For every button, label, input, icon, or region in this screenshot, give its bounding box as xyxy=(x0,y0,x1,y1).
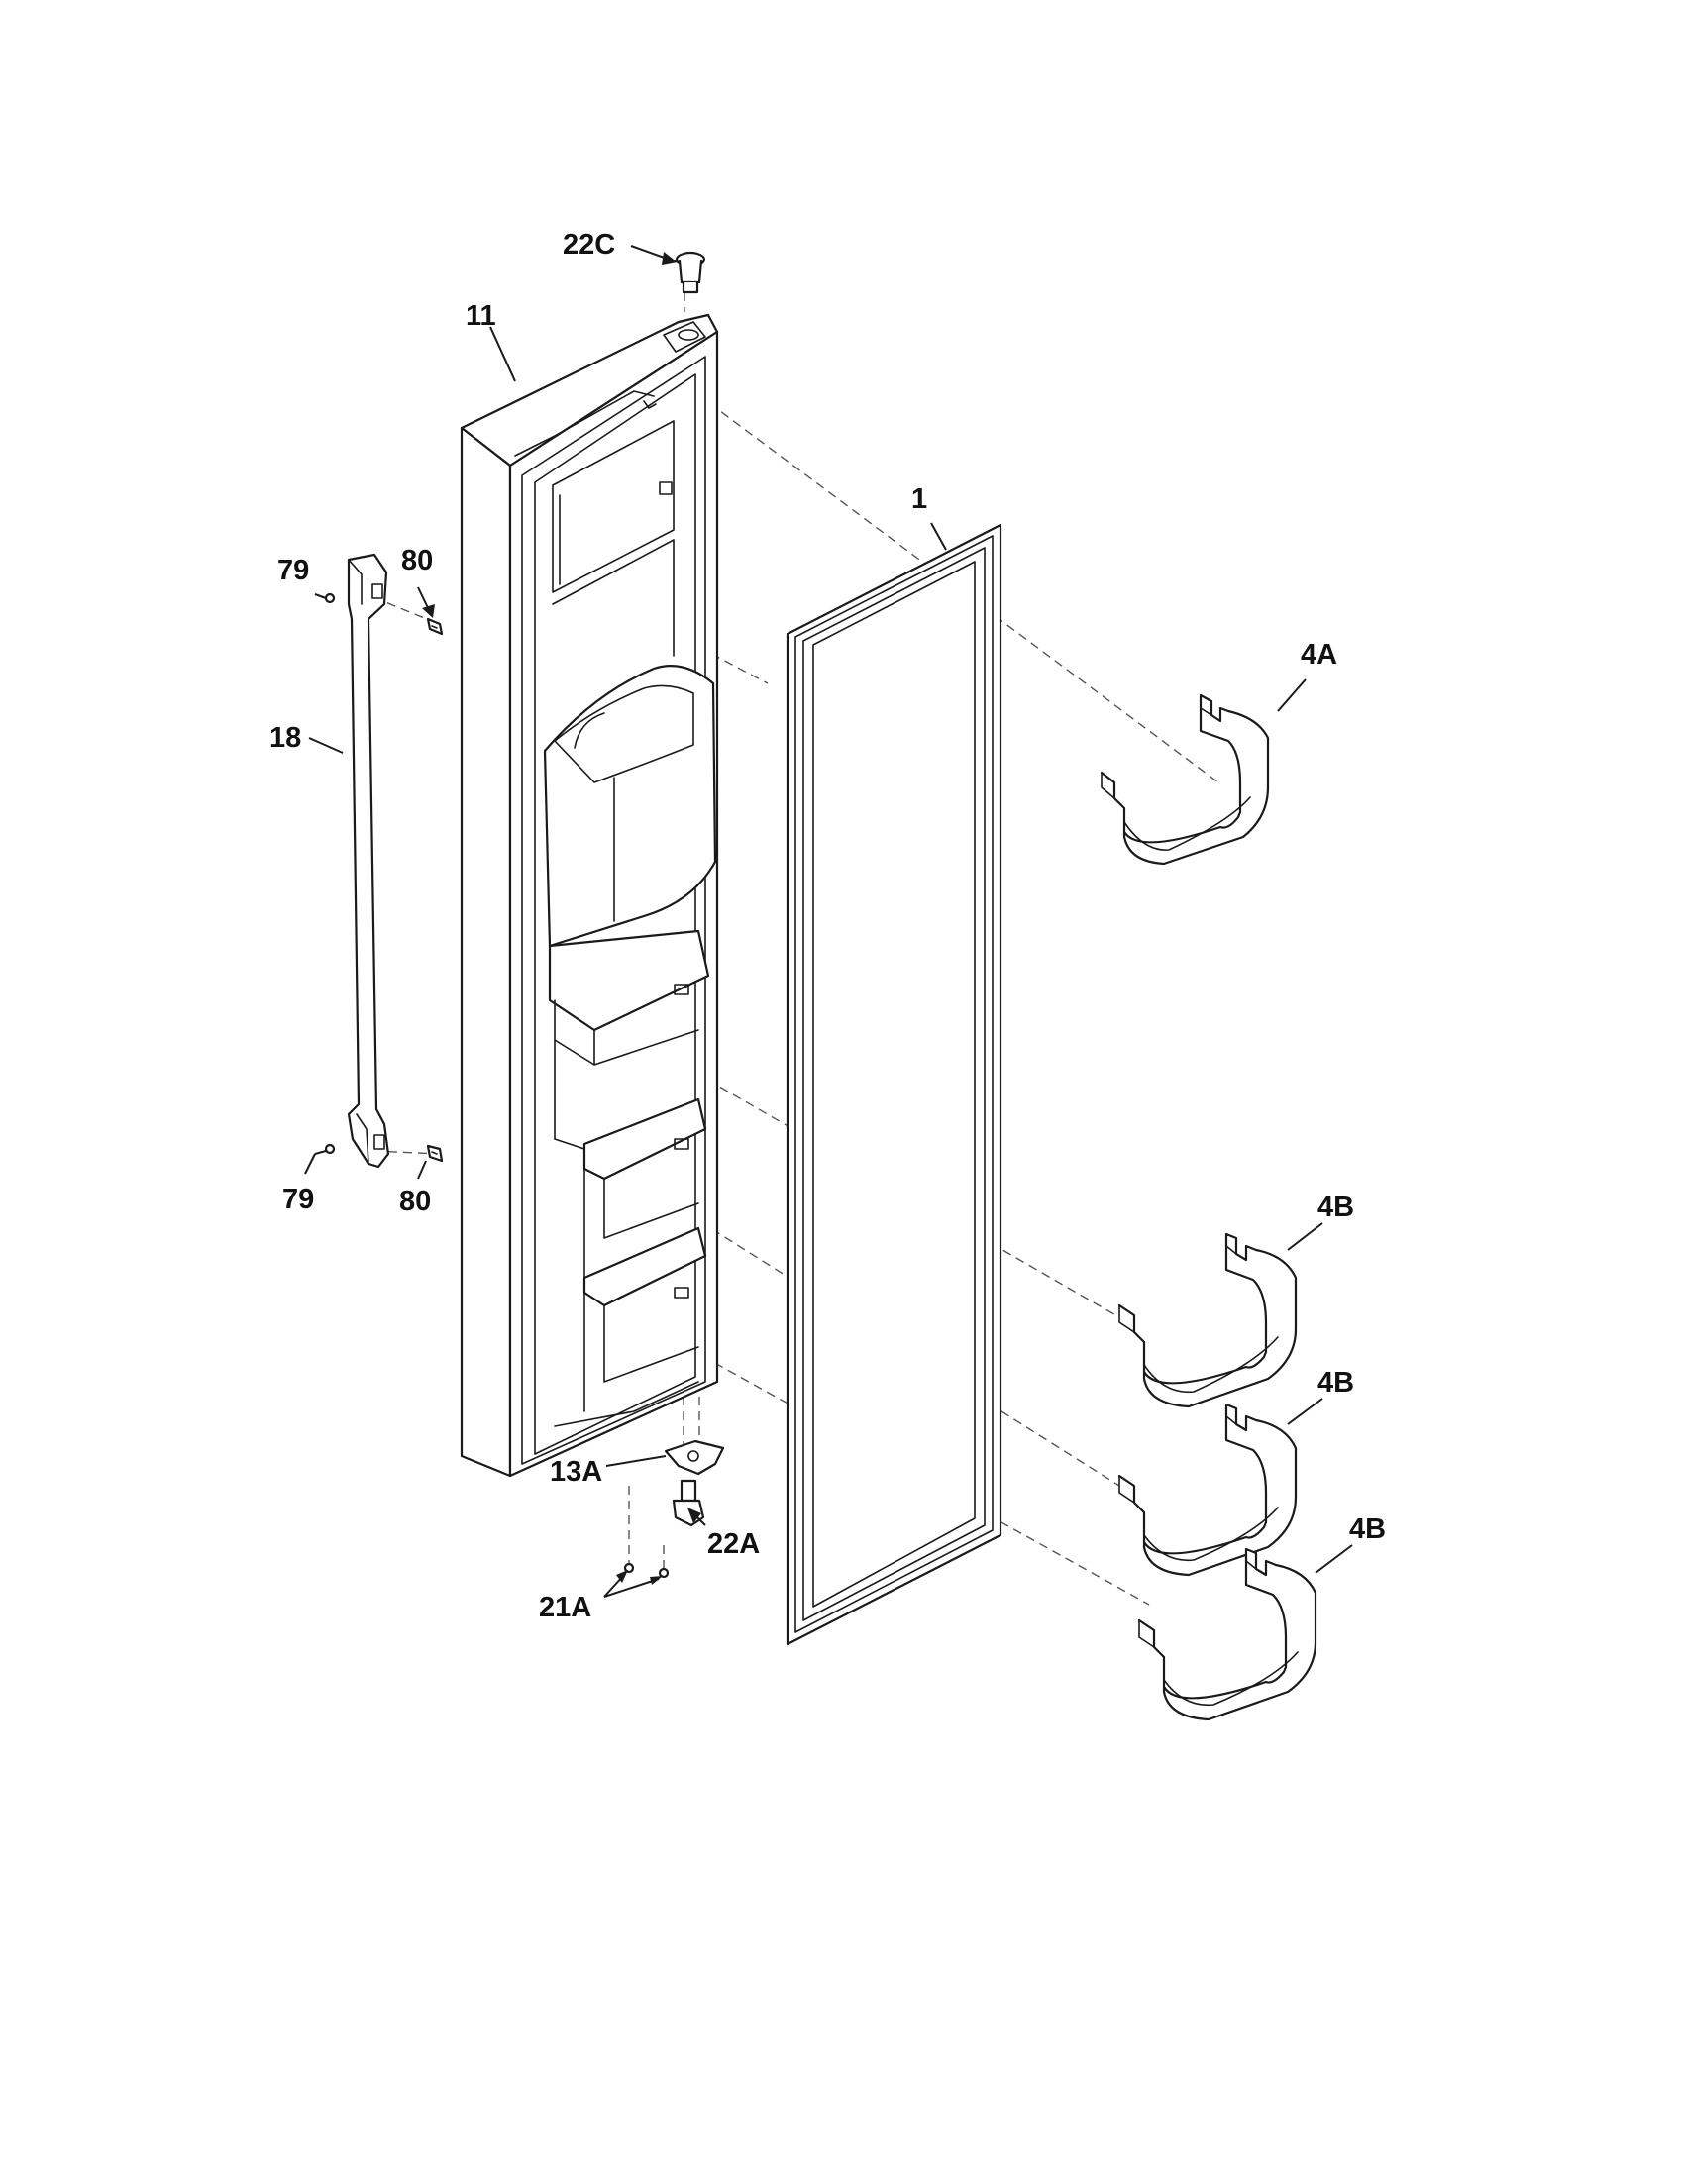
door-bin-4b-3 xyxy=(1137,1547,1317,1721)
label-79-top: 79 xyxy=(277,555,309,586)
screw-80-top xyxy=(426,617,444,636)
hinge-pin-top xyxy=(675,251,706,294)
label-79-bottom: 79 xyxy=(282,1184,314,1215)
screw-79-top xyxy=(324,592,336,604)
door-assembly xyxy=(460,313,719,1478)
label-80-bottom: 80 xyxy=(399,1186,431,1217)
door-bin-4b-1 xyxy=(1117,1232,1298,1408)
label-4b-1: 4B xyxy=(1317,1192,1354,1223)
door-handle xyxy=(347,553,390,1169)
label-21a: 21A xyxy=(539,1592,591,1623)
door-bin-4a xyxy=(1100,693,1270,866)
screw-79-bottom xyxy=(324,1143,336,1155)
screw-21a-right xyxy=(658,1567,670,1579)
label-4b-3: 4B xyxy=(1349,1513,1386,1545)
door-gasket xyxy=(786,523,1002,1646)
label-1: 1 xyxy=(911,483,927,515)
callout-labels: 22C 11 1 79 80 18 4A 79 80 4B 4B 4B 13A … xyxy=(269,229,1386,1623)
label-13a: 13A xyxy=(550,1456,602,1488)
label-4b-2: 4B xyxy=(1317,1367,1354,1399)
label-18: 18 xyxy=(269,722,301,754)
screw-80-bottom xyxy=(426,1144,444,1163)
label-22c: 22C xyxy=(563,229,615,260)
label-22a: 22A xyxy=(707,1528,760,1560)
bottom-hinge-bracket xyxy=(664,1439,725,1476)
door-bin-4b-2 xyxy=(1117,1403,1298,1577)
label-4a: 4A xyxy=(1301,639,1337,671)
screw-21a-left xyxy=(623,1562,635,1574)
leader-lines xyxy=(304,245,1353,1598)
label-80-top: 80 xyxy=(401,545,433,576)
label-11: 11 xyxy=(466,300,496,332)
